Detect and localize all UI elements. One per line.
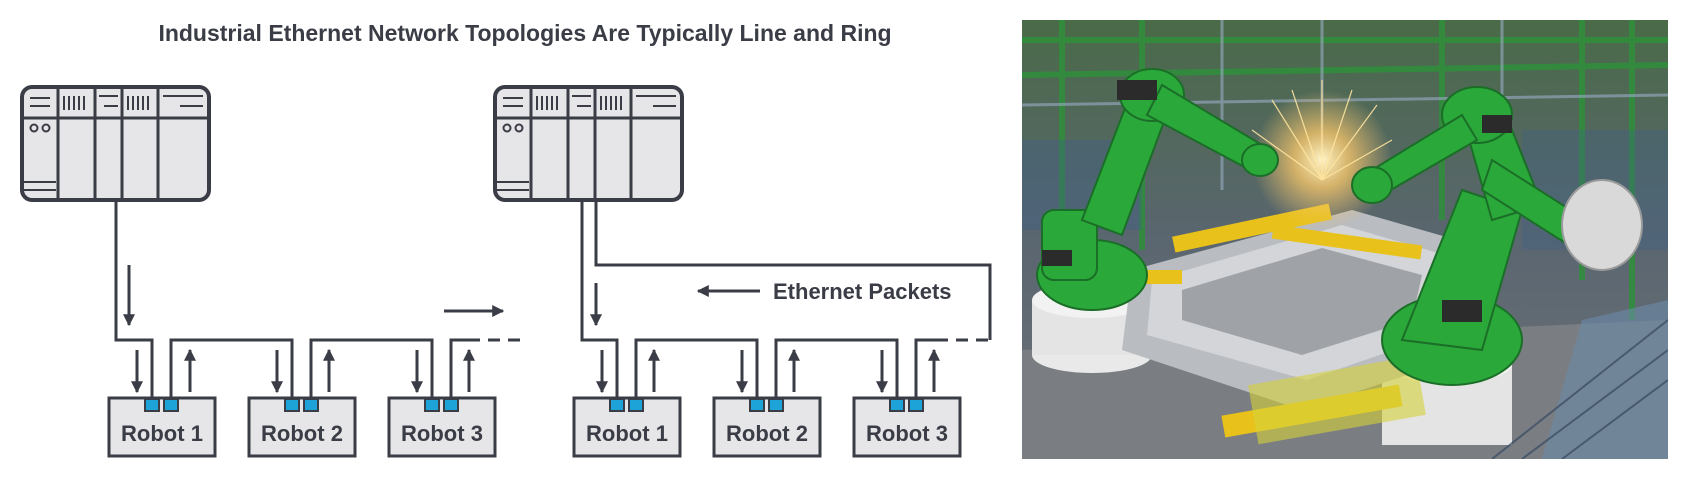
diagram-title: Industrial Ethernet Network Topologies A…	[158, 20, 892, 46]
robot-label: Robot 2	[726, 421, 808, 446]
line-flow-arrows	[123, 265, 505, 394]
line-robot-2: Robot 2	[247, 396, 357, 458]
robot-label: Robot 2	[261, 421, 343, 446]
plc-controller-icon	[20, 85, 211, 202]
robot-label: Robot 3	[401, 421, 483, 446]
factory-robots-photo	[1022, 20, 1668, 459]
factory-robots-illustration	[1022, 20, 1668, 459]
ring-robot-3: Robot 3	[852, 396, 962, 458]
robot-label: Robot 1	[121, 421, 203, 446]
topology-diagram: Robot 1 Robot 2 Robot 3	[20, 85, 992, 458]
ring-robot-2: Robot 2	[712, 396, 822, 458]
ring-flow-arrows	[590, 283, 940, 394]
line-cables	[114, 200, 522, 398]
line-robot-3: Robot 3	[387, 396, 497, 458]
ring-cables	[580, 200, 992, 398]
robot-label: Robot 3	[866, 421, 948, 446]
ethernet-packets-label: Ethernet Packets	[773, 279, 952, 304]
plc-controller-icon	[493, 85, 684, 202]
robot-label: Robot 1	[586, 421, 668, 446]
line-robot-1: Robot 1	[107, 396, 217, 458]
ring-topology: Ethernet Packets Robot 1 Robot 2 Robot 3	[493, 85, 992, 458]
ring-robot-1: Robot 1	[572, 396, 682, 458]
line-topology: Robot 1 Robot 2 Robot 3	[20, 85, 522, 458]
